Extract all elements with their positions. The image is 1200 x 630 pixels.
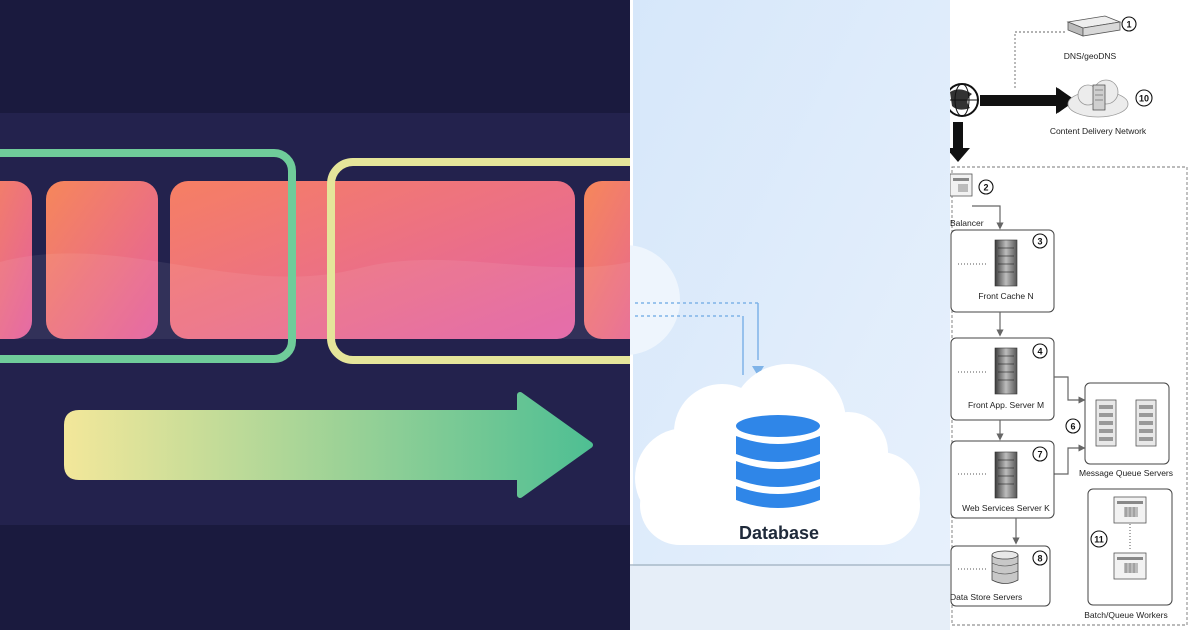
cdn-number: 10 [1139,94,1149,104]
app-label: Front App. Server M [968,400,1044,410]
green-frame [0,149,296,363]
ws-label: Web Services Server K [962,503,1050,513]
load-balancer-icon [950,173,973,197]
front-cache-server-icon [994,239,1018,287]
batch-label: Batch/Queue Workers [1084,610,1167,620]
app-number: 4 [1037,347,1042,357]
database-label: Database [739,523,819,543]
ds-label: Data Store Servers [950,592,1022,602]
progress-arrow [64,392,593,498]
dns-number: 1 [1126,20,1131,30]
batch-number-badge [1090,530,1108,548]
partial-cloud [630,245,680,355]
batch-number: 11 [1094,535,1104,545]
queue-block [170,181,575,339]
yellow-frame [327,158,630,364]
architecture-panel: 1 DNS/geoDNS 10 Content Delivery [950,0,1200,630]
batch-workers-box [1087,488,1173,606]
queue-block [584,181,630,339]
globe-icon [950,83,979,117]
ds-number-badge [1032,550,1048,566]
app-number-badge [1032,343,1048,359]
cache-number-badge [1032,233,1048,249]
data-store-cylinder-icon [991,550,1019,584]
queue-block [0,181,32,339]
mq-label: Message Queue Servers [1079,468,1173,478]
lb-label: Balancer [950,218,984,228]
lb-number-badge [978,179,994,195]
ds-number: 8 [1037,554,1042,564]
cdn-label: Content Delivery Network [1050,126,1147,136]
cache-number: 3 [1037,237,1042,247]
lb-to-cache-line [972,205,1004,230]
cloud-database-panel: Database [630,0,950,630]
mq-server-icon [1095,399,1117,447]
ws-number-badge [1032,446,1048,462]
batch-worker-icon [1113,496,1147,524]
front-app-server-icon [994,347,1018,395]
ws-number: 7 [1037,450,1042,460]
block-wave-highlight [0,253,630,339]
mq-server-icon [1135,399,1157,447]
mq-number: 6 [1070,422,1075,432]
down-arrow [950,122,970,162]
lb-number: 2 [983,183,988,193]
ws-to-mq-line [1054,444,1086,475]
bottom-strip [630,566,950,630]
web-services-server-icon [994,451,1018,499]
dns-server-icon [1066,15,1122,37]
cache-label: Front Cache N [978,291,1033,301]
mq-number-badge [1065,418,1081,434]
queue-illustration-panel [0,0,630,630]
dns-connector [1014,31,1065,88]
cdn-server-icon [1092,84,1106,111]
queue-block [46,181,158,339]
cdn-arrow [980,87,1076,114]
cdn-number-badge [1135,89,1153,107]
database-icon [736,415,820,508]
batch-worker-icon [1113,552,1147,580]
app-to-mq-line [1054,376,1086,404]
dns-number-badge [1121,16,1137,32]
arrow-head [752,366,764,376]
dns-label: DNS/geoDNS [1064,51,1117,61]
